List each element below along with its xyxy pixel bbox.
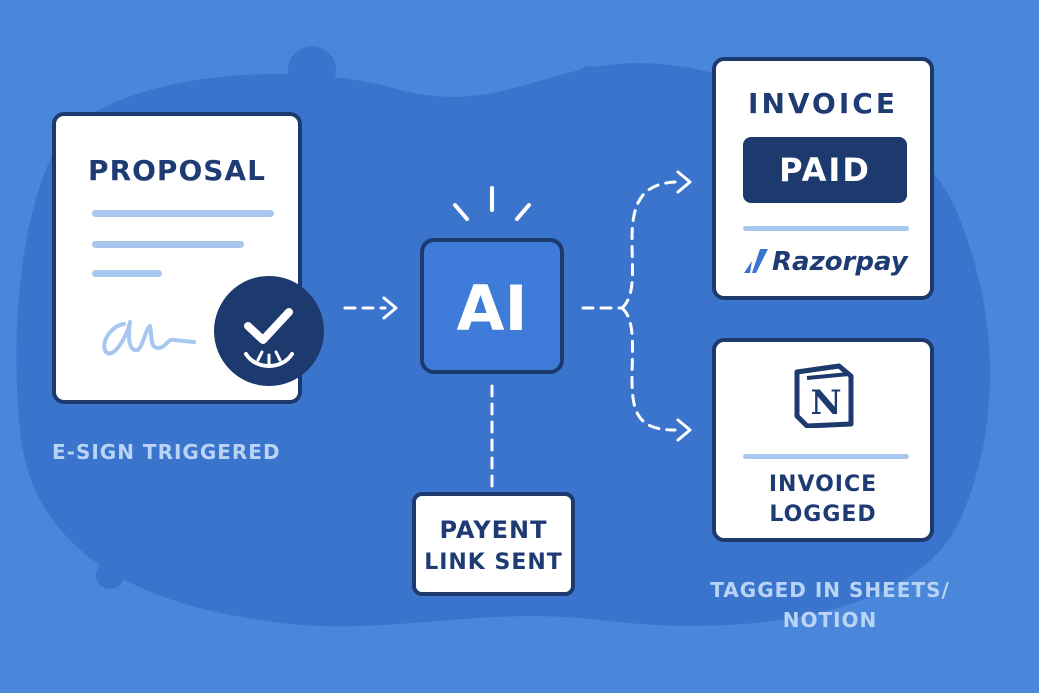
- razorpay-brand: Razorpay: [772, 247, 908, 277]
- payment-link-card: PAYENT LINK SENT: [412, 492, 575, 596]
- spark-ray: [515, 203, 531, 221]
- connector-to-invoice-paid: [620, 180, 677, 310]
- paid-badge: PAID: [743, 137, 907, 203]
- connector-to-invoice-logged: [620, 306, 677, 432]
- proposal-caption: E-SIGN TRIGGERED: [52, 440, 281, 464]
- esign-check-badge: [214, 276, 324, 386]
- text-line: [92, 270, 162, 277]
- ai-node: AI: [420, 238, 564, 374]
- payment-line-1: PAYENT: [439, 516, 548, 544]
- background-dot: [576, 66, 604, 94]
- background-dot: [288, 46, 336, 94]
- text-line: [92, 241, 244, 248]
- arrowhead-invoice-logged: [676, 418, 692, 442]
- signature-icon: [102, 320, 196, 356]
- arrowhead-invoice-paid: [676, 170, 692, 194]
- proposal-title: PROPOSAL: [88, 154, 266, 187]
- notion-logo-icon: N: [794, 363, 854, 428]
- invoice-logged-line-2: LOGGED: [769, 502, 877, 527]
- invoice-title: INVOICE: [748, 87, 898, 120]
- arrowhead-ai: [382, 296, 398, 320]
- divider-line: [743, 454, 909, 459]
- notion-letter: N: [810, 383, 841, 423]
- invoice-logged-line-1: INVOICE: [768, 472, 878, 497]
- tagged-caption-line-2: NOTION: [782, 608, 878, 632]
- paid-badge-label: PAID: [779, 151, 871, 189]
- razorpay-logo-icon: [744, 249, 768, 273]
- divider-line: [743, 226, 909, 231]
- invoice-paid-card: INVOICE PAID Razorpay: [712, 57, 934, 300]
- spark-ray: [453, 203, 469, 221]
- tagged-caption-line-1: TAGGED IN SHEETS/: [710, 578, 950, 602]
- payment-line-2: LINK SENT: [424, 550, 563, 575]
- ai-label: AI: [456, 272, 528, 345]
- proposal-card: PROPOSAL: [52, 112, 302, 404]
- background-dot: [96, 561, 124, 589]
- text-line: [92, 210, 274, 217]
- background-dot: [952, 324, 988, 360]
- invoice-logged-card: N INVOICE LOGGED: [712, 338, 934, 542]
